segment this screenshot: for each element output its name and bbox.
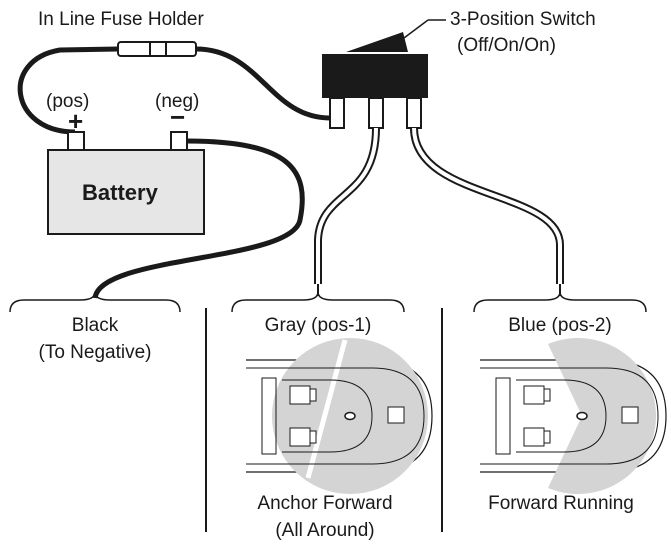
- gray-wire: [314, 127, 380, 284]
- boat-top-view-icon: [480, 338, 667, 494]
- fuse-to-switch-wire: [195, 46, 331, 121]
- minus-sign: −: [170, 102, 186, 132]
- gray-brace: [231, 291, 405, 313]
- gray-wire-label: Gray (pos-1): [264, 315, 372, 336]
- black-wire-label: Black: [71, 315, 119, 336]
- switch-label-line2: (Off/On/On): [457, 35, 556, 56]
- plus-sign: +: [68, 106, 84, 136]
- rocker-switch-icon: [322, 32, 428, 129]
- neg-label: (neg): [155, 91, 200, 112]
- switch-label-line1: 3-Position Switch: [450, 9, 596, 30]
- forward-running-label: Forward Running: [488, 493, 634, 514]
- boat-top-view-icon: [246, 338, 433, 494]
- fuse-holder-label: In Line Fuse Holder: [38, 9, 204, 30]
- battery-label: Battery: [82, 180, 158, 205]
- pos-label: (pos): [46, 91, 90, 112]
- blue-brace: [473, 291, 647, 313]
- all-around-label: (All Around): [275, 520, 375, 541]
- blue-wire-label: Blue (pos-2): [508, 315, 612, 336]
- forward-light-sector: [548, 338, 656, 494]
- fuse-holder-icon: [117, 41, 197, 57]
- black-brace: [9, 291, 181, 313]
- positive-wire: [17, 46, 119, 135]
- switch-leader-line: [403, 19, 429, 39]
- black-wire-sublabel: (To Negative): [38, 342, 152, 363]
- negative-wire: [92, 138, 305, 299]
- blue-wire: [410, 127, 564, 284]
- anchor-forward-label: Anchor Forward: [257, 493, 393, 514]
